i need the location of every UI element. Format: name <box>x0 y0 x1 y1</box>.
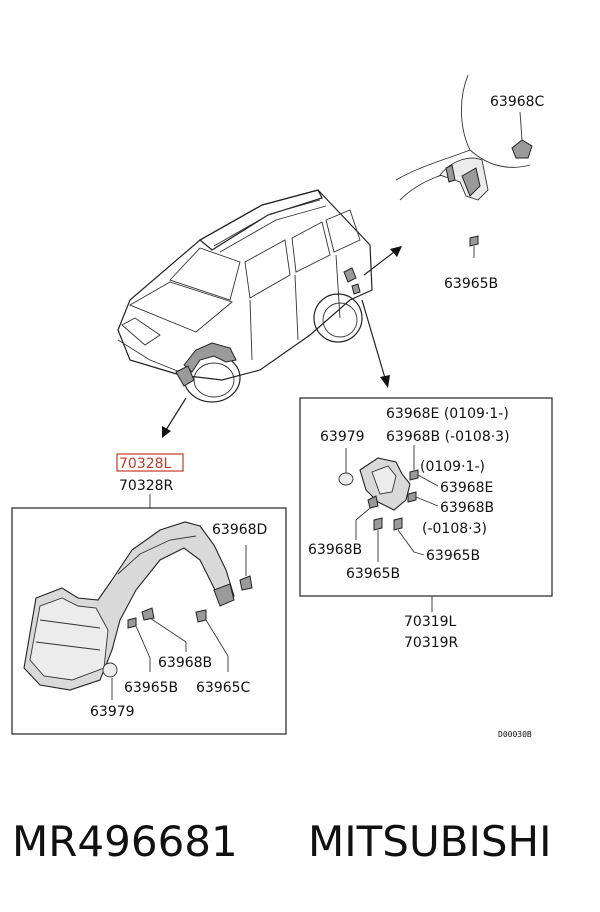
rear-mudguard-parts <box>338 445 439 562</box>
callout-63968C: 63968C <box>490 94 545 110</box>
callout-70328R: 70328R <box>119 478 174 494</box>
pointer-arrows <box>162 246 402 438</box>
highlight-frame <box>116 453 184 472</box>
callout-63968B-left: 63968B <box>158 655 212 671</box>
callout-63965B-right: 63965B <box>426 548 480 564</box>
callout-63965B-top: 63965B <box>444 276 498 292</box>
front-fender-liner <box>23 521 235 691</box>
callout-63965B-low: 63965B <box>346 566 400 582</box>
footer-brand: MITSUBISHI <box>308 817 552 866</box>
callout-63968D: 63968D <box>212 522 267 538</box>
drawing-code: D00030B <box>498 730 532 739</box>
callout-0109-range: (0109·1-) <box>420 459 485 475</box>
footer-part-number: MR496681 <box>12 817 238 866</box>
callout-63968E-right: 63968E <box>440 480 493 496</box>
callout-0108-range: (-0108·3) <box>422 521 487 537</box>
rear-arch-detail <box>395 74 533 258</box>
rear-mudguard-box <box>299 397 553 597</box>
left-fasteners <box>102 545 253 700</box>
vehicle-illustration <box>117 189 373 403</box>
callout-70319L: 70319L <box>404 614 457 630</box>
callout-70319R: 70319R <box>404 635 459 651</box>
callout-63979-right: 63979 <box>320 429 365 445</box>
callout-63965B-left: 63965B <box>124 680 178 696</box>
callout-63979-left: 63979 <box>90 704 135 720</box>
callout-70328L: 70328L <box>119 456 172 472</box>
front-liner-box <box>11 507 287 735</box>
callout-63968B-low: 63968B <box>308 542 362 558</box>
callout-63968B-range: 63968B (-0108·3) <box>386 429 510 445</box>
callout-63968B-right: 63968B <box>440 500 494 516</box>
callout-63965C: 63965C <box>196 680 251 696</box>
callout-63968E-range: 63968E (0109·1-) <box>386 406 509 422</box>
